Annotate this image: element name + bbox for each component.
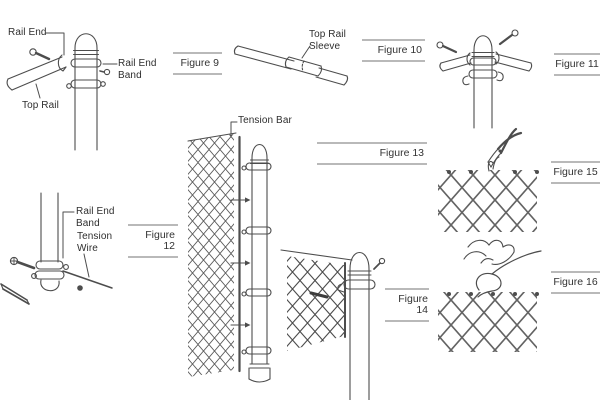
figure16-label-text: Figure 16 [553,276,598,288]
figure13-label: Figure 13 [317,142,427,165]
figure14-label: Figure 14 [385,288,429,322]
figure16-label: Figure 16 [551,271,600,294]
rail-end-cup [57,54,67,72]
annotation-rail-end: Rail End [8,27,47,38]
figure9-label: Figure 9 [173,52,222,75]
carriage-bolt-icon [9,256,36,270]
chain-link-mesh [438,292,537,352]
figure14-label-text: Figure 14 [398,293,428,316]
left-rail [439,52,472,72]
figure12-label-text: Figure 12 [145,229,175,252]
figure16-drawing [438,239,542,352]
chain-link-mesh [287,256,344,351]
annotation-rail-end-band: Rail End Band [118,58,157,81]
rail-end-band [337,279,376,293]
figure10-label: Figure 10 [362,39,425,62]
annotation-top-rail-sleeve: Top Rail Sleeve [309,29,346,52]
tension-wire [62,270,113,289]
figure10-label-text: Figure 10 [377,44,422,56]
bolt-icon [373,257,386,270]
annotation-tension-wire: Tension Wire [77,231,113,254]
figure11-drawing [436,29,533,129]
figure15-label: Figure 15 [551,161,600,184]
figure15-label-text: Figure 15 [553,166,598,178]
tension-bands [241,162,272,355]
attach-arrows [230,197,251,328]
figure9-drawing [6,32,118,151]
top-wire [280,249,353,261]
hand-icon [463,239,515,265]
leader-lines [62,211,90,278]
tie-wire [475,250,542,298]
post [248,143,271,383]
rail-end-band [66,58,106,89]
post [40,192,59,263]
carriage-bolt-icon [29,48,51,61]
annotation-rail-end-band-2: Rail End Band [76,206,115,229]
leader-line [301,45,311,59]
rail-end-bands [462,57,504,86]
tie-detail [309,291,329,299]
figure13-label-text: Figure 13 [379,147,424,159]
figure11-label: Figure 11 [554,53,600,76]
post [347,251,372,400]
annotation-top-rail: Top Rail [22,100,59,111]
figure15-drawing [438,127,539,232]
leader-lines [35,32,118,99]
figure12-label: Figure 12 [128,224,178,258]
left-pipe [233,45,295,70]
chain-link-mesh [438,170,537,232]
chain-link-mesh [188,134,234,377]
annotation-tension-bar: Tension Bar [238,115,292,126]
tension-wire-segment [0,283,30,305]
figure9-label-text: Figure 9 [180,57,219,69]
bolt-icon [99,68,111,76]
leader-line [230,121,238,138]
mesh-top-edge [187,132,237,142]
post [72,33,100,151]
right-rail [494,51,533,72]
figure14-drawing [280,249,386,400]
right-pipe [315,67,349,86]
figure10-drawing [233,45,349,86]
figure11-label-text: Figure 11 [555,58,599,70]
carriage-bolt-icon [436,41,458,54]
rail-end-band [31,260,69,292]
figure12-drawing [0,192,113,305]
knuckle-ends [447,292,539,296]
knuckle-ends [447,170,539,174]
carriage-bolt-icon [498,29,519,46]
figure13-drawing [187,121,272,383]
rail-sleeve [284,56,323,77]
nut-icon [77,285,83,291]
post [471,35,495,129]
pliers-icon [487,127,523,168]
top-rail [6,54,67,91]
